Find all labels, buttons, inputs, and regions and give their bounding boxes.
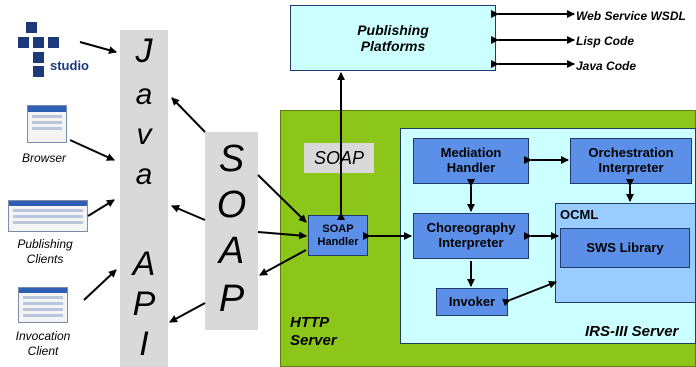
soap-letter-s: S (218, 138, 245, 180)
http-server-label-line2: Server (290, 332, 337, 349)
java-api-letter-a2: a (135, 158, 153, 191)
java-api-letter-a1: a (135, 78, 153, 111)
invoker-box: Invoker (436, 288, 508, 316)
orchestration-interpreter-box: Orchestration Interpreter (570, 138, 692, 184)
studio-label: studio (50, 58, 89, 73)
publishing-clients-screenshot-icon (8, 200, 88, 232)
publishing-clients-line2: Clients (26, 252, 64, 266)
arrow-soap-handler-3 (259, 249, 307, 276)
arrow-invocation-api (83, 269, 117, 301)
invoker-label: Invoker (448, 293, 496, 309)
soap-column (205, 132, 258, 330)
publishing-platforms-box: Publishing Platforms (290, 5, 496, 71)
invocation-client-line2: Client (27, 344, 59, 358)
browser-screenshot-icon (27, 105, 67, 143)
soap-letter-o: O (216, 184, 247, 226)
publishing-platforms-line2: Platforms (360, 38, 426, 54)
orchestration-interpreter-line1: Orchestration (588, 145, 674, 161)
java-api-letter-v: v (136, 118, 152, 151)
choreography-interpreter-line1: Choreography (426, 220, 516, 236)
choreography-interpreter-line2: Interpreter (438, 235, 504, 250)
arrow-soap-handler-1 (257, 174, 307, 223)
output-lisp-code: Lisp Code (576, 34, 635, 48)
mediation-handler-line1: Mediation (440, 145, 502, 161)
arrow-soap-to-api-3 (169, 302, 206, 323)
arrow-soap-handler-2 (257, 231, 307, 240)
invocation-client-line1: Invocation (15, 329, 71, 343)
soap-letter-a: A (218, 230, 245, 272)
mediation-handler-line2: Handler (446, 160, 496, 175)
arrow-soap-to-api-2 (171, 205, 206, 221)
http-server-label: HTTP Server (290, 314, 337, 350)
browser-label: Browser (22, 151, 67, 165)
arrow-publishing-api (87, 199, 115, 217)
soap-handler-line1: SOAP (322, 222, 354, 235)
output-java-code: Java Code (576, 59, 637, 73)
sws-library-label: SWS Library (586, 239, 664, 255)
soap-handler-line2: Handler (317, 235, 359, 248)
invocation-client-screenshot-icon (18, 287, 68, 323)
ocml-label: OCML (560, 207, 599, 222)
java-api-letter-P: P (132, 285, 156, 323)
output-web-service-wsdl: Web Service WSDL (576, 9, 686, 23)
arrow-browser-api (69, 139, 115, 161)
publishing-clients-line1: Publishing (17, 237, 73, 251)
arrow-soap-to-api-1 (171, 97, 206, 133)
arrow-invoker-ocml (502, 280, 557, 307)
soap-letter-p: P (218, 278, 245, 320)
publishing-clients-label: Publishing Clients (10, 237, 80, 267)
http-server-label-line1: HTTP (290, 314, 330, 331)
sws-library-box: SWS Library (560, 228, 690, 268)
invocation-client-label: Invocation Client (8, 329, 78, 359)
studio-logo: studio (18, 22, 100, 80)
java-api-letter-A: A (132, 245, 156, 283)
java-api-column (120, 30, 168, 367)
orchestration-interpreter-line2: Interpreter (598, 160, 664, 175)
publishing-platforms-line1: Publishing (357, 21, 429, 38)
java-api-letter-I: I (139, 325, 149, 363)
choreography-interpreter-box: Choreography Interpreter (413, 213, 529, 259)
java-api-letter-j: J (135, 32, 153, 70)
irs-server-label: IRS-III Server (585, 323, 679, 340)
soap-handler-box: SOAP Handler (308, 215, 368, 256)
arrow-studio-api (79, 41, 117, 54)
